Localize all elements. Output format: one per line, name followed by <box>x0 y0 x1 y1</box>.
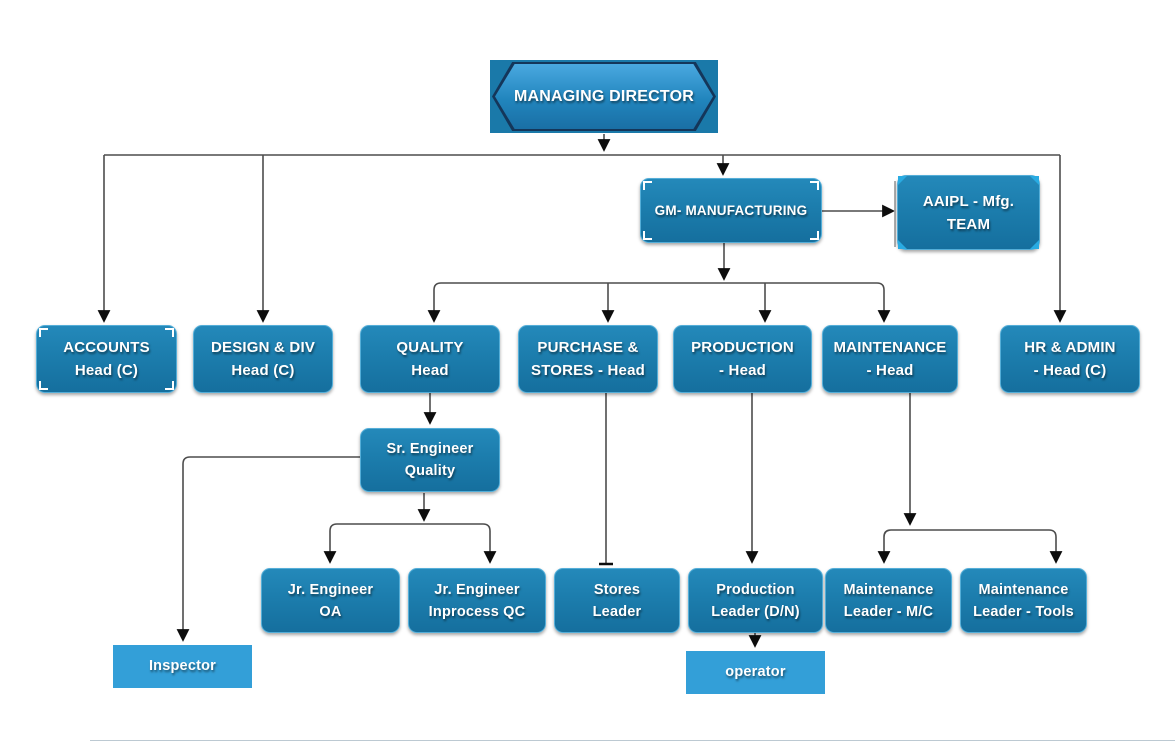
node-label: Inspector <box>148 658 217 674</box>
connector-to-jr-oa <box>323 523 338 564</box>
node-production-leader[interactable]: Production Leader (D/N) <box>688 568 823 633</box>
node-label: - Head <box>718 362 767 379</box>
node-label: Production <box>716 581 795 598</box>
node-label: Leader <box>592 603 642 620</box>
selection-triangle-icon <box>1030 240 1039 249</box>
node-label: Jr. Engineer <box>287 581 374 598</box>
node-label: QUALITY <box>396 339 464 356</box>
selection-triangle-icon <box>898 176 907 185</box>
node-label: MAINTENANCE <box>833 339 947 356</box>
node-aaipl-mfg-team[interactable]: AAIPL - Mfg. TEAM <box>897 175 1040 250</box>
node-managing-director[interactable]: MANAGING DIRECTOR <box>490 60 718 133</box>
node-label: DESIGN & DIV <box>210 339 316 356</box>
node-stores-leader[interactable]: Stores Leader <box>554 568 680 633</box>
node-operator[interactable]: operator <box>686 651 825 694</box>
node-quality-head[interactable]: QUALITY Head <box>360 325 500 393</box>
connector-to-quality <box>427 282 442 323</box>
node-label: Sr. Engineer <box>386 441 474 457</box>
node-label: PRODUCTION <box>691 339 794 356</box>
selection-triangle-icon <box>898 240 907 249</box>
connector-to-maintenance <box>876 282 891 323</box>
node-label: Maintenance <box>843 581 934 598</box>
node-label: operator <box>725 664 786 680</box>
selection-triangle-icon <box>1030 176 1039 185</box>
node-label: Head (C) <box>74 362 139 379</box>
selection-bracket-icon <box>810 231 819 240</box>
selection-bracket-icon <box>810 181 819 190</box>
node-label: Leader - M/C <box>843 603 934 620</box>
node-label: TEAM <box>946 215 991 233</box>
node-label: GM- MANUFACTURING <box>654 203 808 218</box>
node-label: Inprocess QC <box>428 603 526 620</box>
connector-to-maint-leader-mc <box>877 529 892 564</box>
footer-rule <box>90 740 1175 741</box>
selection-bracket-icon <box>165 328 174 337</box>
node-label: HR & ADMIN <box>1024 339 1116 356</box>
node-label: OA <box>319 603 342 620</box>
selection-bracket-icon <box>643 181 652 190</box>
node-label: Leader - Tools <box>973 603 1074 620</box>
node-sr-engineer-quality[interactable]: Sr. Engineer Quality <box>360 428 500 492</box>
hexagon-shape <box>495 64 713 129</box>
node-label: Leader (D/N) <box>711 603 800 620</box>
node-label: AAIPL - Mfg. <box>922 192 1015 210</box>
node-hr-admin-head[interactable]: HR & ADMIN - Head (C) <box>1000 325 1140 393</box>
node-purchase-stores-head[interactable]: PURCHASE & STORES - Head <box>518 325 658 393</box>
node-label: Head <box>411 362 449 379</box>
node-maintenance-leader-tools[interactable]: Maintenance Leader - Tools <box>960 568 1087 633</box>
node-label: - Head (C) <box>1033 362 1107 379</box>
connector-to-maint-leader-tools <box>1048 529 1063 564</box>
node-production-head[interactable]: PRODUCTION - Head <box>673 325 812 393</box>
node-label: PURCHASE & <box>537 339 639 356</box>
node-jr-engineer-oa[interactable]: Jr. Engineer OA <box>261 568 400 633</box>
connector-sr-engineer-to-inspector <box>176 456 360 642</box>
node-maintenance-head[interactable]: MAINTENANCE - Head <box>822 325 958 393</box>
node-label: Maintenance <box>978 581 1069 598</box>
node-label: ACCOUNTS <box>63 339 150 356</box>
node-label: MANAGING DIRECTOR <box>514 87 694 105</box>
selection-bracket-icon <box>39 381 48 390</box>
node-label: STORES - Head <box>530 362 646 379</box>
selection-bracket-icon <box>643 231 652 240</box>
selection-bracket-icon <box>165 381 174 390</box>
node-label: Quality <box>404 463 456 479</box>
node-jr-engineer-inprocess-qc[interactable]: Jr. Engineer Inprocess QC <box>408 568 546 633</box>
node-maintenance-leader-mc[interactable]: Maintenance Leader - M/C <box>825 568 952 633</box>
node-label: Stores <box>593 581 641 598</box>
node-inspector[interactable]: Inspector <box>113 645 252 688</box>
selection-bracket-icon <box>39 328 48 337</box>
node-accounts-head[interactable]: ACCOUNTS Head (C) <box>36 325 177 393</box>
node-label: Head (C) <box>231 362 295 379</box>
node-design-div-head[interactable]: DESIGN & DIV Head (C) <box>193 325 333 393</box>
node-label: Jr. Engineer <box>434 581 520 598</box>
connector-to-jr-inprocess-qc <box>482 523 497 564</box>
node-label: - Head <box>866 362 914 379</box>
node-gm-manufacturing[interactable]: GM- MANUFACTURING <box>640 178 822 243</box>
